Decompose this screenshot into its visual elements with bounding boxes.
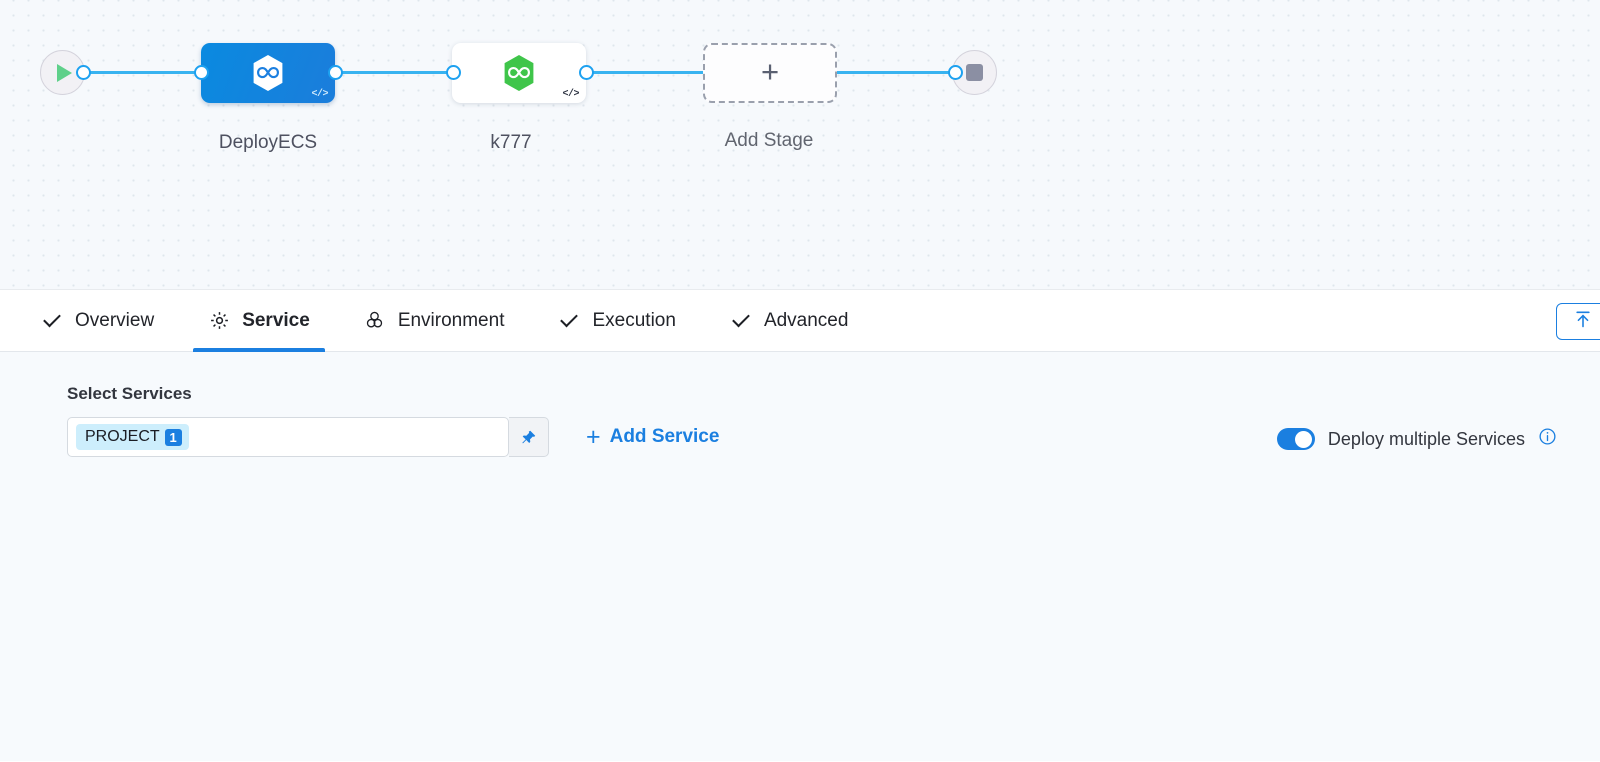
project-chip[interactable]: PROJECT 1 xyxy=(76,424,189,450)
add-service-button[interactable]: + Add Service xyxy=(586,423,720,451)
project-chip-count: 1 xyxy=(164,428,182,446)
deploy-multiple-toggle[interactable] xyxy=(1276,428,1315,450)
connector-add-to-end xyxy=(835,71,963,74)
port-end-in[interactable] xyxy=(948,65,963,80)
port-k777-in[interactable] xyxy=(446,65,461,80)
tab-service[interactable]: Service xyxy=(193,290,325,352)
service-config-panel: Select Services PROJECT 1 + Add Service … xyxy=(0,352,1600,761)
port-deploy-out[interactable] xyxy=(328,65,343,80)
select-services-title: Select Services xyxy=(67,384,192,403)
select-services-row: PROJECT 1 + Add Service xyxy=(67,417,1600,457)
code-view-icon[interactable]: </> xyxy=(562,89,579,100)
stage-tab-bar: Overview Service Environment Execution A… xyxy=(0,290,1600,352)
stage-label-k777: k777 xyxy=(490,132,532,153)
pipeline-canvas: </> DeployECS </> k777 + Add Stage xyxy=(0,0,1600,290)
save-upload-icon xyxy=(1573,309,1593,335)
toggle-knob xyxy=(1295,430,1313,448)
project-chip-label: PROJECT xyxy=(85,428,160,445)
code-view-icon[interactable]: </> xyxy=(311,89,328,100)
add-service-label: Add Service xyxy=(609,426,720,447)
deploy-multiple-group: Deploy multiple Services xyxy=(1276,427,1557,451)
connector-k777-to-add xyxy=(583,71,711,74)
connector-start-to-deploy xyxy=(84,71,209,74)
tab-advanced[interactable]: Advanced xyxy=(727,290,852,352)
tab-overview-label: Overview xyxy=(75,309,155,331)
stage-node-k777[interactable]: </> xyxy=(452,43,586,103)
harness-hexagon-icon xyxy=(504,55,534,91)
check-icon xyxy=(558,309,580,332)
plus-icon: + xyxy=(586,423,601,451)
tab-execution-label: Execution xyxy=(592,309,676,331)
pin-icon xyxy=(522,430,536,443)
services-select-input[interactable]: PROJECT 1 xyxy=(67,417,509,457)
save-button[interactable]: S xyxy=(1556,303,1600,340)
info-icon[interactable] xyxy=(1538,427,1557,451)
harness-hexagon-icon xyxy=(253,55,283,91)
add-stage-button[interactable]: + xyxy=(703,43,837,103)
add-stage-label: Add Stage xyxy=(724,130,814,151)
tab-advanced-label: Advanced xyxy=(763,309,849,331)
check-icon xyxy=(41,309,63,332)
port-start-out[interactable] xyxy=(76,65,91,80)
gear-icon xyxy=(208,310,230,332)
tab-service-label: Service xyxy=(242,309,310,331)
stage-label-deployecs: DeployECS xyxy=(218,132,318,153)
stage-node-deployecs[interactable]: </> xyxy=(201,43,335,103)
services-pin-button[interactable] xyxy=(509,417,549,457)
deploy-multiple-label: Deploy multiple Services xyxy=(1327,428,1525,449)
check-icon xyxy=(730,309,752,332)
port-deploy-in[interactable] xyxy=(194,65,209,80)
play-icon xyxy=(57,63,72,82)
stop-icon xyxy=(966,64,983,81)
port-k777-out[interactable] xyxy=(579,65,594,80)
tab-environment[interactable]: Environment xyxy=(361,290,508,352)
tab-execution[interactable]: Execution xyxy=(555,290,678,352)
plus-icon: + xyxy=(760,54,780,89)
environment-icon xyxy=(364,310,386,332)
connector-deploy-to-k777 xyxy=(333,71,460,74)
tab-environment-label: Environment xyxy=(397,309,505,331)
tab-overview[interactable]: Overview xyxy=(38,290,157,352)
